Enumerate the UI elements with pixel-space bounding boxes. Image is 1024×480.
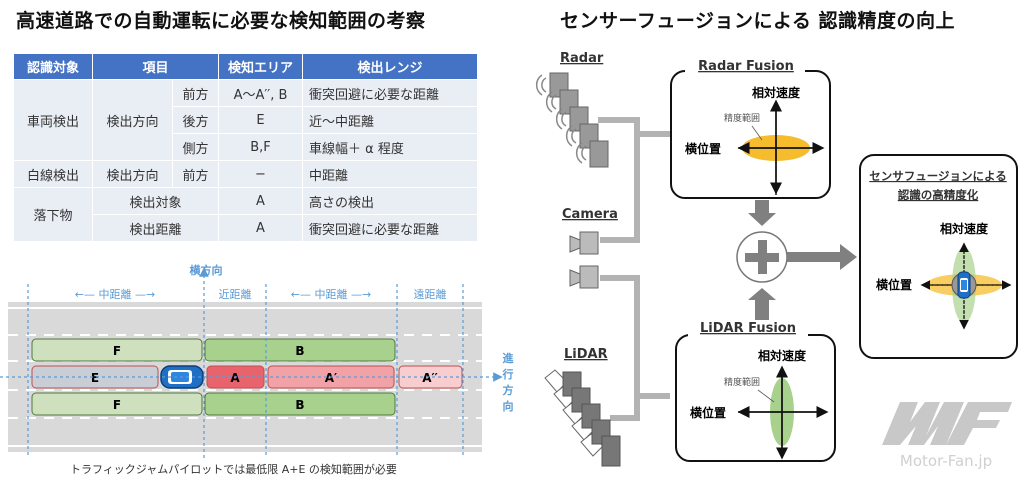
motor-fan-logo [882,402,1012,445]
right-title: センサーフュージョンによる 認識精度の向上 [560,10,956,32]
cell-sub: 前方 [172,160,219,188]
lateral-label: 横方向 [190,263,223,277]
zone-label-mid-rear: ←— 中距離 —→ [75,287,155,301]
area-f-label: F [113,398,121,412]
area-b-label: B [295,344,304,358]
cell-item: 検出方向 [92,79,173,161]
header-range: 検出レンジ [302,53,478,80]
cell-area: A [218,187,303,215]
table-row: 白線検出 検出方向 前方 − 中距離 [13,160,478,188]
road-detection-diagram: F F B B E A A′ A′′ 横方向 ←— 中距離 —→ 近距離 ←— … [0,263,515,458]
table-row: 側方 B,F 車線幅＋ α 程度 [14,133,478,161]
zone-label-mid-front: ←— 中距離 —→ [291,287,371,301]
zone-label-near: 近距離 [219,287,252,301]
cell-item: 検出距離 [92,214,219,242]
up-arrow [748,288,776,320]
plus-icon-bar [745,253,779,262]
area-a-prime-label: A′ [325,371,337,385]
detection-table: 認識対象 項目 検知エリア 検出レンジ 車両検出 検出方向 前方 A〜A′′, … [13,53,478,242]
radar-sensor-icons [535,72,609,168]
cell-item: 検出方向 [92,160,173,188]
cell-range: 近〜中距離 [302,106,478,134]
table-header-row: 認識対象 項目 検知エリア 検出レンジ [13,53,478,80]
cell-range: 衝突回避に必要な距離 [302,79,478,107]
area-b-label: B [295,398,304,412]
lidar-sensor-icons [544,369,621,467]
header-area: 検知エリア [218,53,303,80]
radar-velocity-label: 相対速度 [752,85,801,100]
road-caption: トラフィックジャムパイロットでは最低限 A+E の検知範囲が必要 [70,463,397,476]
result-title-line2: 認識の高精度化 [898,188,979,202]
cell-sub: 前方 [172,79,219,107]
area-f-label: F [113,344,121,358]
area-a-double-prime-label: A′′ [422,371,438,385]
cell-area: B,F [218,133,303,161]
camera-icon [569,231,599,289]
header-item: 項目 [92,53,219,80]
cell-area: − [218,160,303,188]
lidar-fusion-box [675,334,836,462]
area-b-right [204,392,396,416]
result-velocity-label: 相対速度 [940,221,989,236]
result-title-line1: センサフュージョンによる [869,169,1006,183]
cell-range: 中距離 [302,160,478,188]
lidar-precision-pointer [757,389,775,403]
travel-label-4: 向 [503,399,514,413]
area-b-left [204,338,396,362]
area-e-label: E [91,371,99,385]
table-row: 検出距離 A 衝突回避に必要な距離 [14,214,478,242]
cell-range: 衝突回避に必要な距離 [302,214,478,242]
header-target: 認識対象 [13,53,93,80]
travel-label-3: 方 [503,383,514,397]
travel-label-1: 進 [503,351,515,365]
cell-area: A〜A′′, B [218,79,303,107]
radar-fusion-box [670,70,831,199]
cell-target: 白線検出 [13,160,93,188]
cell-area: A [218,214,303,242]
table-row: 後方 E 近〜中距離 [14,106,478,134]
area-f-left [31,338,203,362]
right-arrow [787,244,857,270]
table-row: 落下物 検出対象 A 高さの検出 [13,187,478,242]
watermark-text: Motor-Fan.jp [900,452,992,470]
zone-label-far: 遠距離 [414,287,447,301]
lidar-precision-label: 精度範囲 [724,376,760,388]
cell-area: E [218,106,303,134]
radar-precision-pointer [751,125,763,141]
cell-sub: 側方 [172,133,219,161]
radar-precision-label: 精度範囲 [724,112,760,124]
cell-range: 車線幅＋ α 程度 [302,133,478,161]
result-car-icon [957,271,971,299]
table-row: 車両検出 検出方向 前方 A〜A′′, B 衝突回避に必要な距離 [13,79,478,161]
travel-label-2: 行 [502,367,514,381]
left-title: 高速道路での自動運転に必要な検知範囲の考察 [16,10,426,32]
down-arrow [748,200,776,226]
cell-range: 高さの検出 [302,187,478,215]
result-position-label: 横位置 [876,277,912,292]
sensor-connectors [598,117,670,421]
lidar-position-label: 横位置 [690,405,726,420]
area-a-label: A [230,371,240,385]
camera-label: Camera [562,207,618,222]
sensor-fusion-diagram: Radar Camera LiDAR [535,51,1018,470]
cell-target: 落下物 [13,187,93,242]
lidar-label: LiDAR [564,347,608,362]
lidar-fusion-title: LiDAR Fusion [700,321,796,336]
lidar-velocity-label: 相対速度 [758,348,807,363]
radar-label: Radar [560,51,604,66]
cell-target: 車両検出 [13,79,93,161]
result-box [859,154,1018,359]
radar-fusion-title: Radar Fusion [698,59,794,74]
area-f-right [31,392,203,416]
cell-sub: 後方 [172,106,219,134]
radar-position-label: 横位置 [685,141,721,156]
cell-item: 検出対象 [92,187,219,215]
